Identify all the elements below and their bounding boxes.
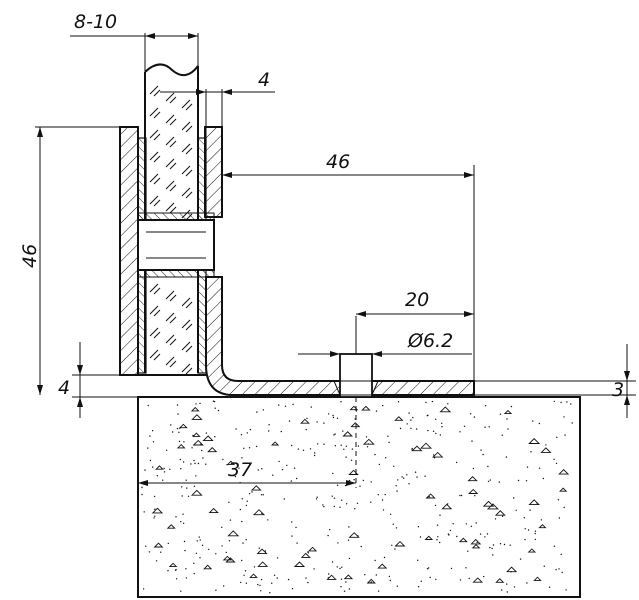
height-label: 46 [19, 244, 41, 268]
countersunk-screw [333, 316, 379, 488]
concrete-texture [141, 400, 573, 594]
base-thickness-label: 4 [58, 377, 70, 399]
left-clamp-jaw [119, 126, 147, 376]
dimension-screw-distance: 37 [138, 459, 356, 486]
dimension-height: 46 [19, 126, 120, 395]
hole-offset-label: 20 [405, 289, 429, 311]
dimension-plate-thickness: 3 [474, 344, 636, 418]
screw-distance-label: 37 [228, 459, 252, 481]
horizontal-length-label: 46 [326, 151, 350, 173]
gasket-thickness-label: 4 [258, 69, 270, 91]
dimension-horizontal-length: 46 [222, 151, 475, 381]
hole-diameter-label: Ø6.2 [407, 330, 453, 352]
glass-thickness-label: 8-10 [74, 11, 117, 33]
plate-thickness-label: 3 [612, 379, 624, 401]
dimension-base-thickness: 4 [58, 342, 138, 418]
concrete-base [137, 396, 581, 598]
through-pin [137, 212, 215, 278]
dimension-hole-offset: 20 [356, 289, 474, 317]
dimension-gasket-thickness: 4 [160, 69, 275, 138]
dimension-glass-thickness: 8-10 [70, 11, 199, 72]
dimension-hole-diameter: Ø6.2 [298, 330, 472, 357]
right-clamp-jaw [197, 126, 223, 374]
